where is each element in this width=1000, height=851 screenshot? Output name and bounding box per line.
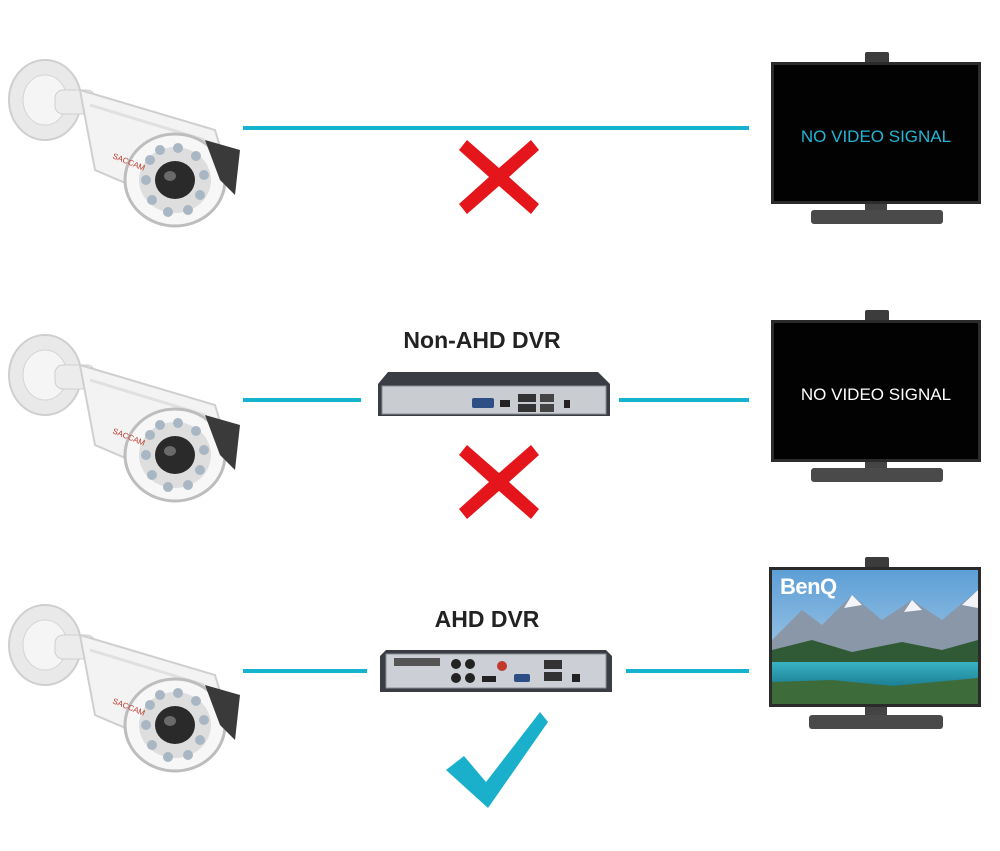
cable	[619, 398, 749, 402]
camera-icon: SACCAM	[8, 604, 240, 773]
row-3: SACCAM AHD DVR	[0, 550, 1000, 851]
cross-icon	[459, 140, 539, 214]
dvr-device	[378, 372, 610, 416]
no-signal-text: NO VIDEO SIGNAL	[800, 385, 952, 404]
camera-icon: SACCAM	[8, 59, 240, 228]
no-signal-text: NO VIDEO SIGNAL	[800, 127, 952, 146]
monitor: NO VIDEO SIGNAL	[771, 52, 981, 224]
landscape-image	[772, 570, 978, 704]
monitor: BenQ	[769, 557, 981, 732]
row-2: SACCAM Non-AHD DVR NO VIDEO SIGNAL	[0, 280, 1000, 550]
cable	[243, 398, 361, 402]
monitor-screen: BenQ	[769, 567, 981, 707]
dvr-label: Non-AHD DVR	[403, 327, 561, 353]
monitor-brand-logo: BenQ	[780, 574, 837, 599]
monitor-screen: NO VIDEO SIGNAL	[771, 62, 981, 204]
cable	[626, 669, 749, 673]
row-1: SACCAM NO VIDEO SIGNAL	[0, 0, 1000, 280]
check-icon	[446, 712, 548, 808]
camera-icon: SACCAM	[8, 334, 240, 503]
cable	[243, 126, 749, 130]
dvr-label: AHD DVR	[434, 606, 540, 632]
cross-icon	[459, 445, 539, 519]
cable	[243, 669, 367, 673]
dvr-device	[380, 650, 612, 692]
monitor-screen: NO VIDEO SIGNAL	[771, 320, 981, 462]
monitor: NO VIDEO SIGNAL	[771, 310, 981, 482]
